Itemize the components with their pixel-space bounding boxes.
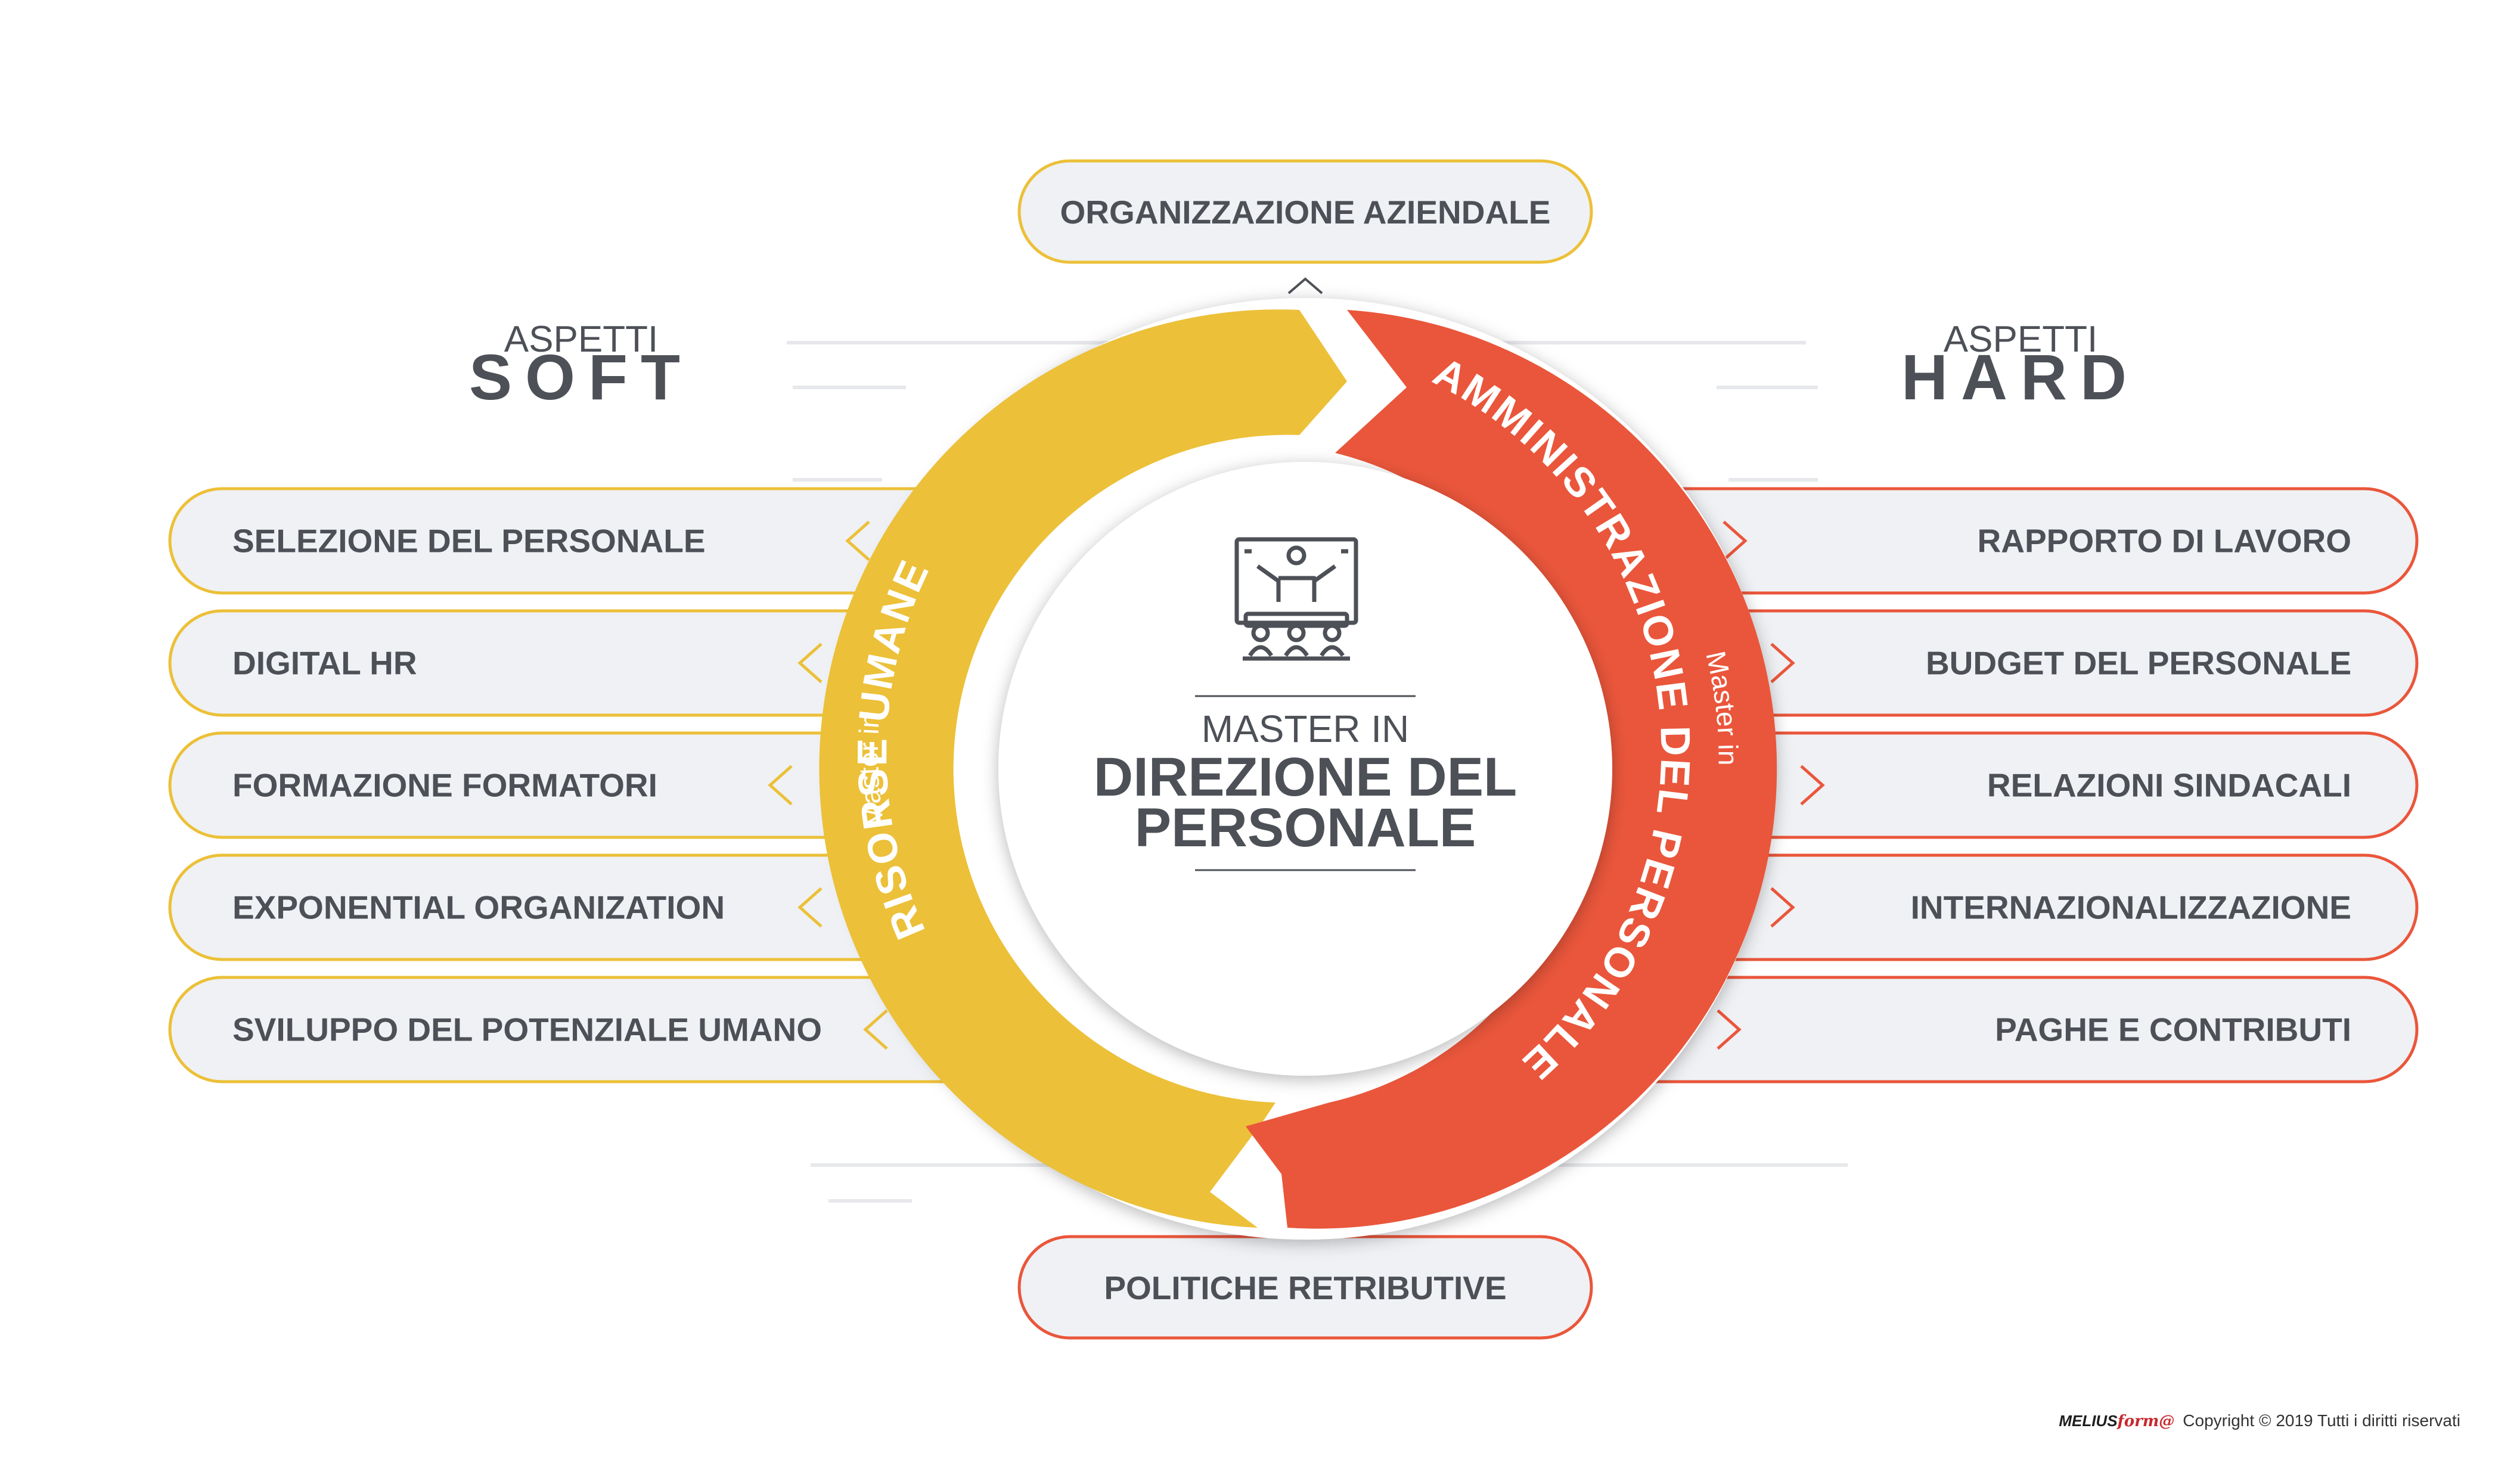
- soft-item-label: SELEZIONE DEL PERSONALE: [232, 523, 706, 560]
- soft-item-label: SVILUPPO DEL POTENZIALE UMANO: [232, 1011, 822, 1048]
- soft-arc[interactable]: [819, 309, 1347, 1228]
- hard-heading-small: ASPETTI: [1944, 319, 2097, 360]
- chevron-right-icon: [1717, 1009, 1742, 1050]
- soft-item-label: DIGITAL HR: [232, 645, 417, 682]
- chevron-up-icon: [1287, 277, 1323, 294]
- hard-items-list: RAPPORTO DI LAVORO BUDGET DEL PERSONALE RE…: [1572, 487, 2419, 1083]
- chevron-right-icon: [1800, 765, 1825, 806]
- soft-item-pill[interactable]: SVILUPPO DEL POTENZIALE UMANO: [168, 976, 1101, 1083]
- soft-heading: ASPETTI SOFT: [469, 319, 693, 413]
- footer: MELIUSform@ Copyright © 2019 Tutti i dir…: [2059, 1411, 2460, 1430]
- bottom-item-label: POLITICHE RETRIBUTIVE: [1104, 1269, 1506, 1306]
- hard-item-pill[interactable]: PAGHE E CONTRIBUTI: [1572, 976, 2419, 1083]
- soft-heading-big: SOFT: [469, 341, 693, 413]
- chevron-left-icon: [845, 520, 870, 561]
- company-logo: MELIUSform@: [2059, 1411, 2175, 1430]
- top-item-label: ORGANIZZAZIONE AZIENDALE: [1060, 194, 1551, 231]
- hard-item-pill[interactable]: RAPPORTO DI LAVORO: [1572, 487, 2419, 595]
- soft-heading-small: ASPETTI: [504, 319, 658, 360]
- hard-item-pill[interactable]: BUDGET DEL PERSONALE: [1572, 609, 2419, 717]
- hard-item-label: INTERNAZIONALIZZAZIONE: [1911, 889, 2351, 926]
- hard-item-label: RAPPORTO DI LAVORO: [1978, 523, 2351, 560]
- chevron-left-icon: [797, 642, 823, 684]
- bottom-item-pill[interactable]: POLITICHE RETRIBUTIVE: [1017, 1235, 1593, 1340]
- top-item-pill[interactable]: ORGANIZZAZIONE AZIENDALE: [1017, 159, 1593, 264]
- hard-item-label: BUDGET DEL PERSONALE: [1926, 645, 2351, 682]
- presentation-classroom-icon: [1234, 537, 1358, 661]
- hard-item-pill[interactable]: RELAZIONI SINDACALI: [1572, 731, 2419, 839]
- center-disc: [998, 462, 1612, 1076]
- chevron-left-icon: [863, 1009, 888, 1050]
- soft-item-label: FORMAZIONE FORMATORI: [232, 767, 657, 804]
- chevron-left-icon: [768, 765, 793, 806]
- chevron-right-icon: [1770, 887, 1795, 928]
- chevron-right-icon: [1723, 520, 1748, 561]
- hard-item-label: PAGHE E CONTRIBUTI: [1995, 1011, 2351, 1048]
- center-line2: DIREZIONE DEL: [1094, 747, 1517, 808]
- center-line3: PERSONALE: [1135, 797, 1476, 858]
- copyright-text: Copyright © 2019 Tutti i diritti riserva…: [2183, 1411, 2460, 1430]
- chevron-right-icon: [1770, 642, 1795, 684]
- hard-item-label: RELAZIONI SINDACALI: [1987, 767, 2351, 804]
- soft-item-label: EXPONENTIAL ORGANIZATION: [232, 889, 725, 926]
- hard-heading: ASPETTI HARD: [1901, 319, 2140, 413]
- hard-arc[interactable]: [1246, 310, 1777, 1229]
- left-arc-small: Master in: [853, 712, 890, 830]
- hard-heading-big: HARD: [1901, 341, 2140, 413]
- chevron-left-icon: [797, 887, 823, 928]
- center-line1: MASTER IN: [1202, 707, 1409, 750]
